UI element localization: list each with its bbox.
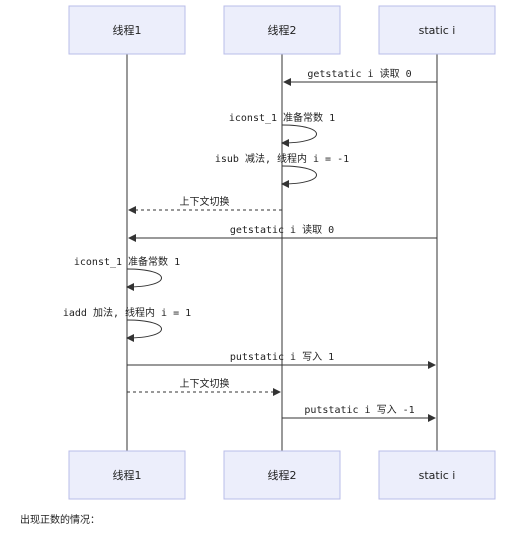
- message-label-2: isub 减法, 线程内 i = -1: [215, 152, 349, 165]
- participant-label-bottom-1: 线程2: [268, 468, 297, 482]
- self-message-6: [126, 319, 162, 342]
- participant-box-bottom-1: [223, 450, 341, 500]
- message-label-6: iadd 加法, 线程内 i = 1: [63, 306, 191, 319]
- self-message-1: [281, 124, 317, 147]
- participant-label-bottom-2: static i: [419, 469, 456, 482]
- participant-label-top-1: 线程2: [268, 23, 297, 37]
- participant-box-top-2: [378, 5, 496, 55]
- message-label-3: 上下文切换: [180, 195, 230, 208]
- message-label-0: getstatic i 读取 0: [307, 67, 411, 80]
- sequence-diagram: 线程1 线程1 线程2 线程2 static i static i getstatic i…: [63, 5, 496, 500]
- participant-box-top-0: [68, 5, 186, 55]
- message-label-7: putstatic i 写入 1: [230, 351, 334, 363]
- message-label-1: iconst_1 准备常数 1: [229, 111, 335, 124]
- self-message-5: [126, 268, 162, 291]
- message-label-5: iconst_1 准备常数 1: [74, 255, 180, 268]
- participant-label-bottom-0: 线程1: [113, 468, 142, 482]
- participant-label-top-2: static i: [419, 24, 456, 37]
- participant-box-bottom-0: [68, 450, 186, 500]
- participant-box-bottom-2: [378, 450, 496, 500]
- caption-text: 出现正数的情况：: [20, 515, 100, 526]
- message-label-8: 上下文切换: [180, 377, 230, 390]
- self-message-2: [281, 165, 317, 188]
- participant-label-top-0: 线程1: [113, 23, 142, 37]
- participant-box-top-1: [223, 5, 341, 55]
- message-label-4: getstatic i 读取 0: [230, 223, 334, 236]
- message-label-9: putstatic i 写入 -1: [304, 404, 414, 416]
